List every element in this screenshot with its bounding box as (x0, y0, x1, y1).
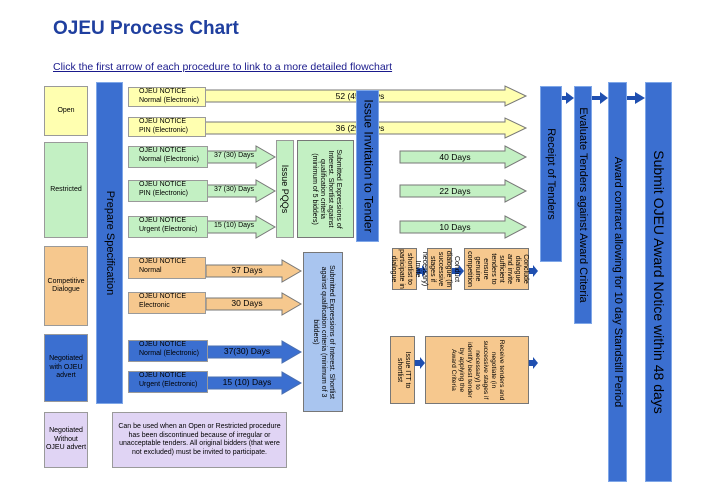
detail-flowchart-link[interactable]: Click the first arrow of each procedure … (53, 61, 393, 73)
evaluate-tenders-column: Evaluate Tenders against Award Criteria (574, 86, 592, 324)
neg-urgent-arrow (205, 371, 302, 395)
procedure-negotiated-label: Negotiated with OJEU advert (49, 355, 83, 380)
neg-itt-text: Issue ITT to shortlist (395, 351, 411, 389)
negotiated-without-note: Can be used when an Open or Restricted p… (112, 412, 287, 468)
receipt-tenders-label: Receipt of Tenders (545, 128, 557, 220)
restr-pin-days: 37 (30) Days (213, 186, 255, 193)
restr-normal-arrow (205, 145, 276, 169)
issue-itt-label: Issue Invitation to Tender (361, 99, 375, 233)
notice-negotiated-urgent[interactable]: OJEU NOTICE Urgent (Electronic) (128, 371, 208, 393)
comp-invite-text: Invite shortlist to participate in dialo… (389, 249, 421, 289)
comp-connector-1 (417, 265, 427, 277)
negotiated-without-note-text: Can be used when an Open or Restricted p… (118, 423, 281, 456)
neg-normal-days: 37(30) Days (223, 346, 271, 356)
award-contract-column: Award contract allowing for 10 day Stand… (608, 82, 627, 482)
restr-urgent-arrow (205, 215, 276, 239)
neg-normal-arrow (205, 340, 302, 364)
comp-connector-2 (452, 265, 464, 277)
procedure-open: Open (44, 86, 88, 136)
procedure-negotiated: Negotiated with OJEU advert (44, 334, 88, 402)
comp-connector-3 (529, 265, 538, 277)
procedure-restricted-label: Restricted (50, 185, 82, 193)
page-title: OJEU Process Chart (53, 18, 239, 39)
evaluate-to-award-arrow (592, 92, 608, 104)
neg-receive-box: Receive tenders and negotiate (in succes… (425, 336, 529, 404)
comp-normal-arrow (205, 259, 302, 283)
issue-pqqs-label: Issue PQQs (280, 164, 290, 214)
notice-restricted-normal[interactable]: OJEU NOTICE Normal (Electronic) (128, 146, 208, 168)
procedure-open-label: Open (57, 106, 75, 114)
procedure-competitive: Competitive Dialogue (44, 246, 88, 326)
submit-award-column: Submit OJEU Award Notice within 48 days (645, 82, 672, 482)
notice-open-pin-line1: OJEU NOTICE (139, 118, 187, 125)
award-to-submit-arrow (627, 92, 645, 104)
notice-negotiated-normal-line1: OJEU NOTICE (139, 341, 187, 348)
restr-itt-urgent-days: 10 Days (439, 222, 471, 232)
procedure-restricted: Restricted (44, 142, 88, 238)
restr-itt-normal-arrow (399, 145, 528, 169)
notice-restricted-normal-line2: Normal (Electronic) (139, 155, 199, 163)
procedure-competitive-label: Competitive Dialogue (47, 277, 85, 294)
submit-award-label: Submit OJEU Award Notice within 48 days (650, 150, 667, 414)
prepare-specification-label: Prepare Specification (103, 190, 116, 296)
restr-urgent-days: 15 (10) Days (213, 222, 255, 229)
comp-invite-box: Invite shortlist to participate in dialo… (390, 248, 421, 290)
award-contract-label: Award contract allowing for 10 day Stand… (611, 156, 624, 408)
notice-open-normal-line1: OJEU NOTICE (139, 88, 187, 95)
neg-receive-text: Receive tenders and negotiate (in succes… (450, 339, 505, 401)
neg-connector-1 (415, 357, 425, 369)
notice-restricted-pin-line2: PIN (Electronic) (139, 189, 189, 197)
notice-competitive-normal[interactable]: OJEU NOTICE Normal (128, 257, 206, 279)
comp-normal-days: 37 Days (231, 265, 263, 275)
notice-restricted-urgent[interactable]: OJEU NOTICE Urgent (Electronic) (128, 216, 208, 238)
prepare-specification-column: Prepare Specification (96, 82, 123, 404)
neg-itt-box: Issue ITT to shortlist (390, 336, 415, 404)
comp-elec-days: 30 Days (231, 298, 263, 308)
notice-restricted-urgent-line1: OJEU NOTICE (139, 217, 187, 224)
issue-pqqs-box: Issue PQQs (276, 140, 294, 238)
notice-negotiated-urgent-line1: OJEU NOTICE (139, 372, 187, 379)
evaluate-tenders-label: Evaluate Tenders against Award Criteria (577, 107, 589, 303)
notice-negotiated-normal[interactable]: OJEU NOTICE Normal (Electronic) (128, 340, 208, 362)
notice-open-normal[interactable]: OJEU NOTICE Normal (Electronic) (128, 87, 206, 107)
competitive-shortlist-box: Submitted Expressions of Interest. Short… (303, 252, 343, 412)
notice-restricted-urgent-line2: Urgent (Electronic) (139, 225, 198, 233)
notice-restricted-normal-line1: OJEU NOTICE (139, 147, 187, 154)
restr-normal-days: 37 (30) Days (213, 152, 255, 159)
restr-itt-pin-days: 22 Days (439, 186, 471, 196)
restr-itt-urgent-arrow (399, 215, 528, 239)
competitive-shortlist-text: Submitted Expressions of Interest. Short… (312, 265, 335, 399)
restr-itt-pin-arrow (399, 179, 528, 203)
notice-restricted-pin[interactable]: OJEU NOTICE PIN (Electronic) (128, 180, 208, 202)
restr-itt-normal-days: 40 Days (439, 152, 471, 162)
notice-open-normal-line2: Normal (Electronic) (139, 96, 199, 104)
comp-conclude-text: Conclude dialogue and invite sufficient … (465, 251, 529, 287)
receipt-to-evaluate-arrow (562, 92, 574, 104)
notice-negotiated-urgent-line2: Urgent (Electronic) (139, 380, 198, 388)
restricted-shortlist-text: Submitted Expressions of Interest. Short… (310, 149, 342, 229)
neg-urgent-days: 15 (10) Days (222, 377, 272, 387)
receipt-tenders-column: Receipt of Tenders (540, 86, 562, 262)
notice-competitive-normal-line2: Normal (139, 266, 162, 274)
notice-competitive-electronic[interactable]: OJEU NOTICE Electronic (128, 292, 206, 314)
procedure-negotiated-without-label: Negotiated Without OJEU advert (45, 427, 87, 452)
notice-competitive-electronic-line2: Electronic (139, 301, 170, 309)
comp-elec-arrow (205, 292, 302, 316)
procedure-negotiated-without: Negotiated Without OJEU advert (44, 412, 88, 468)
issue-itt-column: Issue Invitation to Tender (356, 90, 379, 242)
notice-open-pin-line2: PIN (Electronic) (139, 126, 189, 134)
notice-negotiated-normal-line2: Normal (Electronic) (139, 349, 199, 357)
restricted-shortlist-box: Submitted Expressions of Interest. Short… (297, 140, 354, 238)
neg-connector-2 (529, 357, 538, 369)
comp-conclude-box: Conclude dialogue and invite sufficient … (464, 248, 529, 290)
notice-competitive-normal-line1: OJEU NOTICE (139, 258, 187, 265)
comp-conduct-box: Conduct dialogue (in successive stages i… (421, 248, 460, 290)
restr-pin-arrow (205, 179, 276, 203)
comp-conduct-text: Conduct dialogue (in successive stages i… (420, 250, 460, 288)
notice-competitive-electronic-line1: OJEU NOTICE (139, 293, 187, 300)
notice-restricted-pin-line1: OJEU NOTICE (139, 181, 187, 188)
notice-open-pin[interactable]: OJEU NOTICE PIN (Electronic) (128, 117, 206, 137)
